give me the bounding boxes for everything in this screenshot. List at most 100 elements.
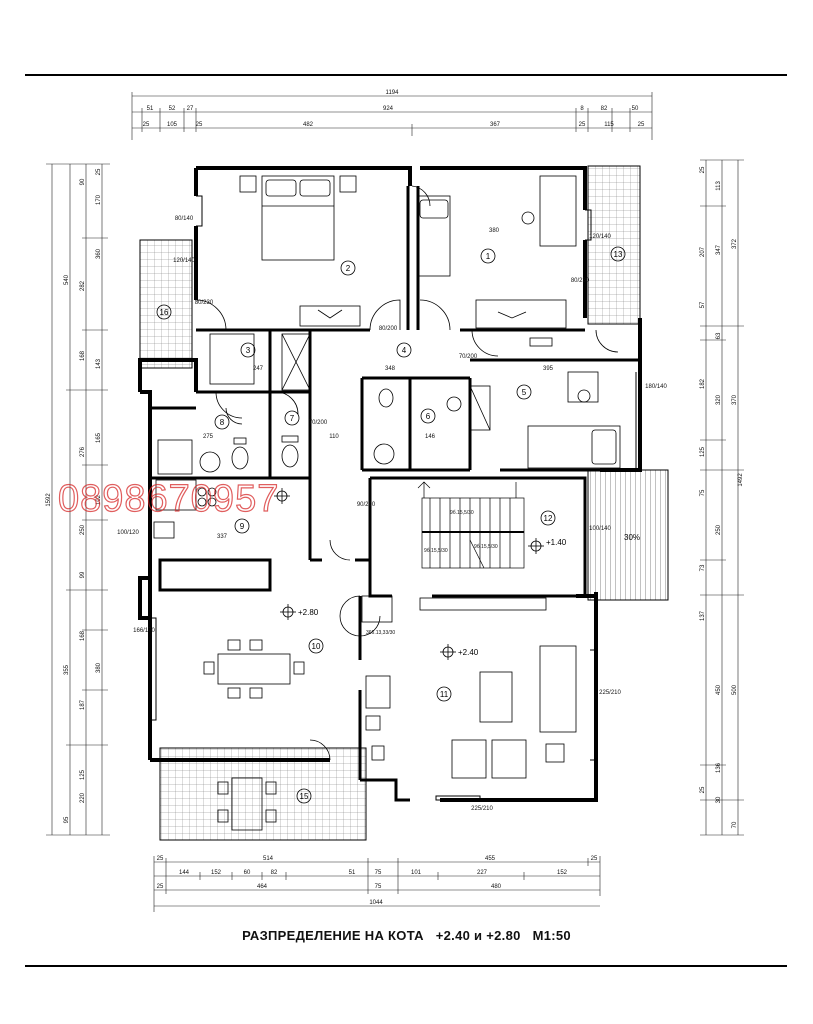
left-dim-label: 99	[80, 571, 86, 578]
room-number-circles	[156, 246, 626, 804]
left-dim-label: 220	[80, 792, 86, 803]
bottom-dim-label: 60	[244, 870, 251, 876]
right-dim-label: 320	[716, 394, 722, 405]
room-dim: 348	[385, 366, 396, 372]
door-label: 166/170	[133, 628, 155, 634]
room-label-16: 16	[160, 308, 169, 317]
top-dim-label: 367	[490, 122, 501, 128]
level-stair: +1.40	[546, 538, 567, 547]
left-dim-label: 355	[64, 664, 70, 675]
room-label-7: 7	[290, 414, 295, 423]
door-label: 120/140	[589, 234, 611, 240]
right-dim-label: 136	[716, 762, 722, 773]
door-label: 100/120	[117, 530, 139, 536]
door-label: 100/140	[589, 526, 611, 532]
top-dim-label: 52	[169, 106, 176, 112]
bottom-dim-label: 25	[157, 884, 164, 890]
room-dim: 247	[253, 366, 264, 372]
stair-label: 9б.15,5/30	[424, 548, 448, 554]
left-dim-label: 168	[80, 630, 86, 641]
top-dim-label: 8	[580, 106, 584, 112]
left-dim-label: 380	[96, 662, 102, 673]
bottom-dim-total: 1044	[369, 900, 383, 906]
left-dim-total: 1592	[46, 493, 52, 507]
room-dim: 380	[489, 228, 500, 234]
room-label-6: 6	[426, 412, 431, 421]
top-dim-label: 25	[143, 122, 150, 128]
top-dim-label: 105	[167, 122, 178, 128]
top-dim-label: 115	[604, 122, 614, 128]
level-markers	[274, 488, 544, 660]
room-label-12: 12	[544, 514, 553, 523]
bottom-dim-label: 144	[179, 870, 190, 876]
left-dim-label: 250	[80, 524, 86, 535]
room-label-13: 13	[614, 250, 623, 259]
right-dim-label: 182	[700, 378, 706, 389]
door-label: 70/200	[459, 354, 478, 360]
bottom-dim-label: 25	[591, 856, 598, 862]
caption-scale: М1:50	[532, 928, 571, 943]
door-label: 225/210	[471, 806, 493, 812]
door-label: 80/230	[195, 300, 214, 306]
bottom-dim-label: 227	[477, 870, 488, 876]
left-dim-label: 276	[80, 446, 86, 457]
room-dim: 146	[425, 434, 436, 440]
bottom-dim-label: 51	[349, 870, 356, 876]
bottom-dim-label: 152	[557, 870, 568, 876]
door-label: 80/200	[379, 326, 398, 332]
bottom-dim-label: 455	[485, 856, 496, 862]
caption-levels: +2.40 и +2.80	[435, 928, 521, 943]
top-dim-label: 27	[187, 106, 194, 112]
right-dim-label: 30	[716, 796, 722, 803]
door-label: 180/140	[645, 384, 667, 390]
right-dim-label: 250	[716, 524, 722, 535]
furniture	[153, 175, 621, 831]
caption-title: РАЗПРЕДЕЛЕНИЕ НА КОТА	[242, 928, 424, 943]
bottom-dim-label: 82	[271, 870, 278, 876]
right-dim-label: 450	[716, 684, 722, 695]
room-label-8: 8	[220, 418, 225, 427]
bottom-dim-label: 480	[491, 884, 502, 890]
right-dim-label: 75	[700, 489, 706, 496]
door-label: 225/210	[599, 690, 621, 696]
room-label-1: 1	[486, 252, 491, 261]
bottom-dim-label: 101	[411, 870, 422, 876]
stair-label: 366.13,33/30	[366, 630, 395, 636]
room-label-3: 3	[246, 346, 251, 355]
door-label: 70/200	[309, 420, 328, 426]
right-dim-total: 1492	[738, 473, 744, 487]
door-swings	[195, 185, 619, 761]
bottom-dim-label: 75	[375, 884, 382, 890]
left-dim-label: 95	[64, 816, 70, 823]
top-dim-label: 82	[601, 106, 608, 112]
room-label-2: 2	[346, 264, 351, 273]
left-dim-label: 282	[80, 280, 86, 291]
bottom-dimension-chain	[153, 856, 601, 912]
top-dim-label: 25	[196, 122, 203, 128]
level-living: +2.40	[458, 648, 479, 657]
right-dim-label: 25	[700, 166, 706, 173]
bottom-dim-label: 514	[263, 856, 274, 862]
deck-ramp	[587, 469, 669, 601]
right-dim-label: 370	[732, 394, 738, 405]
terrace-16	[139, 239, 193, 369]
room-dim: 275	[203, 434, 214, 440]
right-dim-label: 137	[700, 610, 706, 621]
stairs	[417, 481, 525, 569]
right-dim-label: 25	[700, 786, 706, 793]
bottom-dim-label: 75	[375, 870, 382, 876]
right-dim-label: 57	[700, 301, 706, 308]
right-dim-label: 207	[700, 246, 706, 257]
room-dim: 337	[217, 534, 228, 540]
phone-watermark: 0898670957	[57, 477, 280, 520]
right-dim-label: 125	[700, 446, 706, 457]
terrace-15	[159, 747, 367, 841]
top-dim-label: 482	[303, 122, 314, 128]
right-dim-label: 73	[700, 564, 706, 571]
windows	[150, 195, 641, 801]
stair-label: 9б.15,5/30	[450, 510, 474, 516]
room-label-5: 5	[522, 388, 527, 397]
left-dim-label: 90	[80, 178, 86, 185]
left-dim-label: 143	[96, 358, 102, 369]
